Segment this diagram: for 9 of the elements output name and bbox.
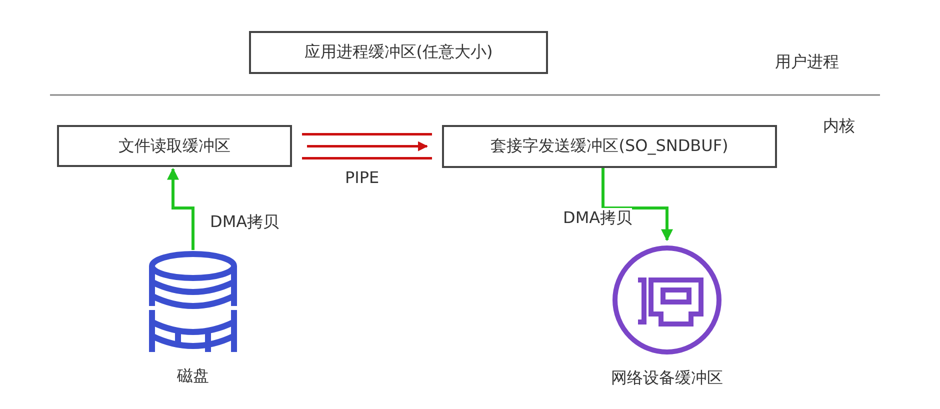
region-label: 用户进程 — [775, 52, 839, 73]
buffer-box: 套接字发送缓冲区(SO_SNDBUF) — [442, 125, 777, 168]
buffer-box: 应用进程缓冲区(任意大小) — [249, 31, 548, 74]
disk-icon — [148, 250, 238, 352]
buffer-box: 文件读取缓冲区 — [57, 125, 292, 167]
icon-caption: 网络设备缓冲区 — [611, 368, 723, 389]
region-label: 内核 — [823, 116, 855, 137]
network-card-icon — [611, 244, 723, 356]
icon-caption: 磁盘 — [177, 366, 209, 387]
